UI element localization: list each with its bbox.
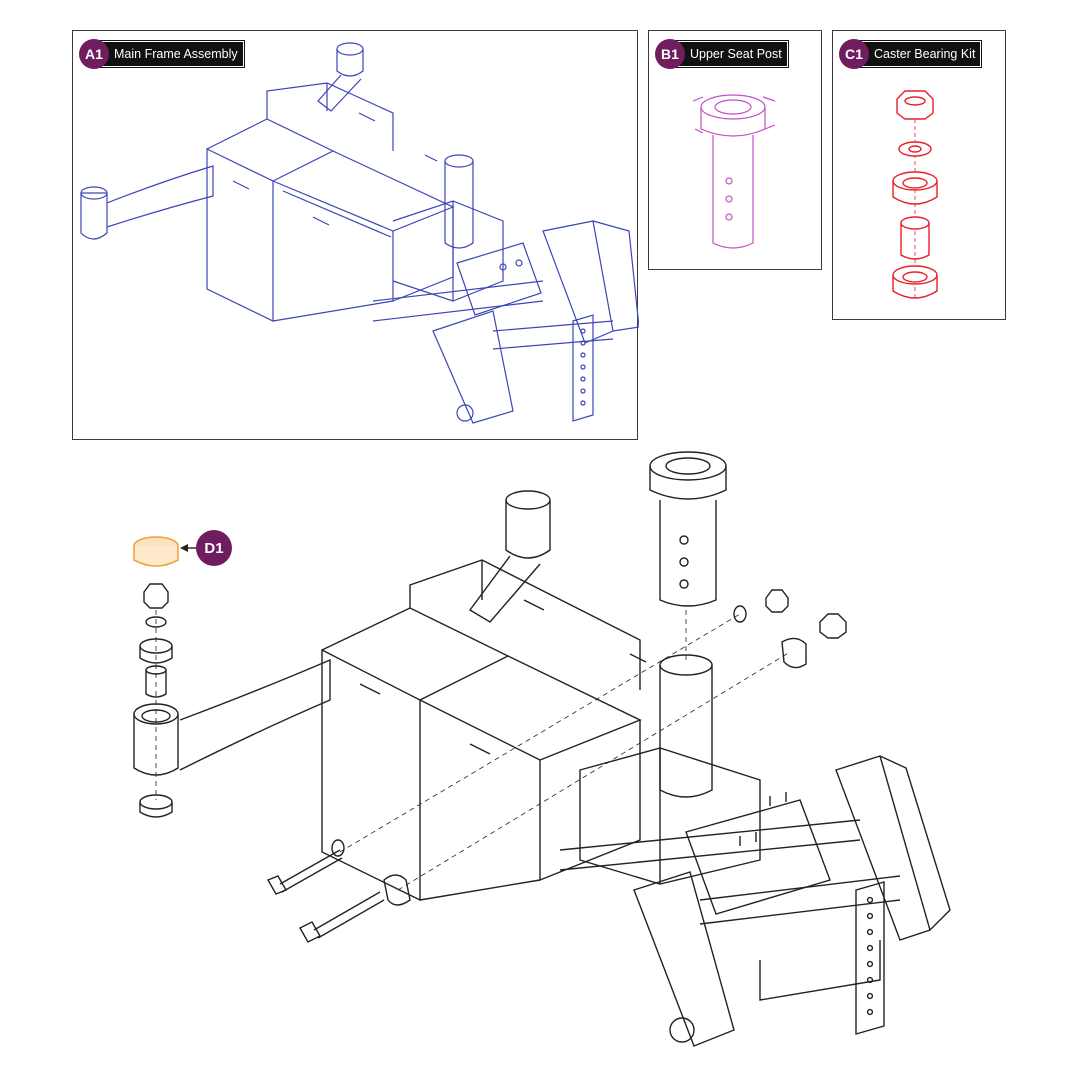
main-frame-drawing xyxy=(80,42,639,424)
callout-d1: D1 xyxy=(196,530,232,566)
title-upper-seat-post: Upper Seat Post xyxy=(675,40,789,68)
main-frame-lines xyxy=(80,42,639,424)
label-caster-bearing-kit: C1 Caster Bearing Kit xyxy=(839,39,983,69)
panel-main-frame-assembly: A1 Main Frame Assembly xyxy=(72,30,639,440)
exploded-leader-lines xyxy=(155,610,791,891)
title-main-frame-assembly: Main Frame Assembly xyxy=(99,40,245,68)
badge-a1: A1 xyxy=(79,39,109,69)
badge-b1: B1 xyxy=(655,39,685,69)
panel-caster-bearing-kit: C1 Caster Bearing Kit xyxy=(832,30,1006,320)
callout-d1-arrowhead xyxy=(180,544,188,552)
label-upper-seat-post: B1 Upper Seat Post xyxy=(655,39,789,69)
exploded-frame-lines xyxy=(133,451,951,1047)
caster-bearing-kit-drawing xyxy=(892,90,938,301)
panel-upper-seat-post: B1 Upper Seat Post xyxy=(648,30,822,270)
badge-d1: D1 xyxy=(196,530,232,566)
orange-cap-d1 xyxy=(133,536,179,567)
label-main-frame-assembly: A1 Main Frame Assembly xyxy=(79,39,245,69)
badge-c1: C1 xyxy=(839,39,869,69)
title-caster-bearing-kit: Caster Bearing Kit xyxy=(859,40,983,68)
upper-seat-post-drawing xyxy=(692,94,776,249)
